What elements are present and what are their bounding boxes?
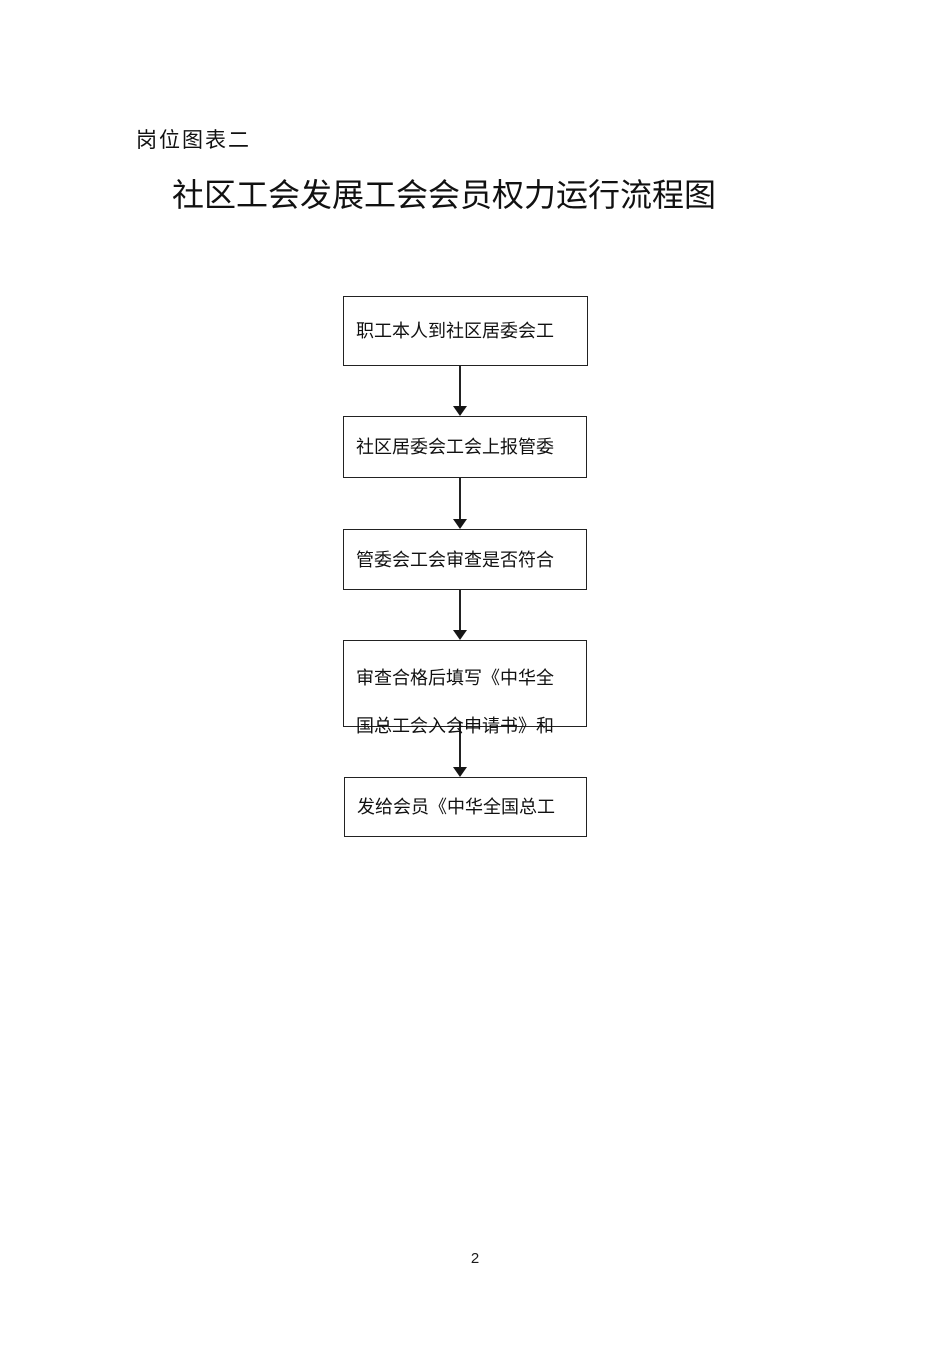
arrow-shaft: [459, 589, 461, 632]
arrow-shaft: [459, 477, 461, 521]
arrow-head-icon: [453, 767, 467, 777]
section-label: 岗位图表二: [136, 128, 251, 152]
arrow-head-icon: [453, 519, 467, 529]
arrow-shaft: [459, 365, 461, 408]
flow-step-4-label-line-2: 国总工会入会申请书》和: [356, 716, 554, 736]
flow-step-1-label: 职工本人到社区居委会工: [356, 321, 554, 341]
flow-step-4-label-line-1: 审查合格后填写《中华全: [356, 668, 554, 688]
arrow-head-icon: [453, 406, 467, 416]
flow-step-2-label: 社区居委会工会上报管委: [356, 437, 554, 457]
page-number: 2: [470, 1250, 480, 1267]
flow-step-5-label: 发给会员《中华全国总工: [357, 797, 555, 817]
flow-step-3: 管委会工会审查是否符合: [343, 529, 587, 590]
flow-step-4: 审查合格后填写《中华全 国总工会入会申请书》和: [343, 640, 587, 736]
flow-step-5: 发给会员《中华全国总工: [344, 777, 587, 837]
page-title: 社区工会发展工会会员权力运行流程图: [172, 177, 717, 213]
arrow-shaft: [459, 722, 461, 769]
down-arrow-connector-3: [453, 589, 467, 640]
flow-step-1: 职工本人到社区居委会工: [343, 296, 588, 366]
arrow-head-icon: [453, 630, 467, 640]
down-arrow-connector-2: [453, 477, 467, 529]
down-arrow-connector-1: [453, 365, 467, 416]
down-arrow-connector-4: [453, 722, 467, 777]
flow-step-3-label: 管委会工会审查是否符合: [356, 549, 554, 570]
flow-step-2: 社区居委会工会上报管委: [343, 416, 587, 478]
